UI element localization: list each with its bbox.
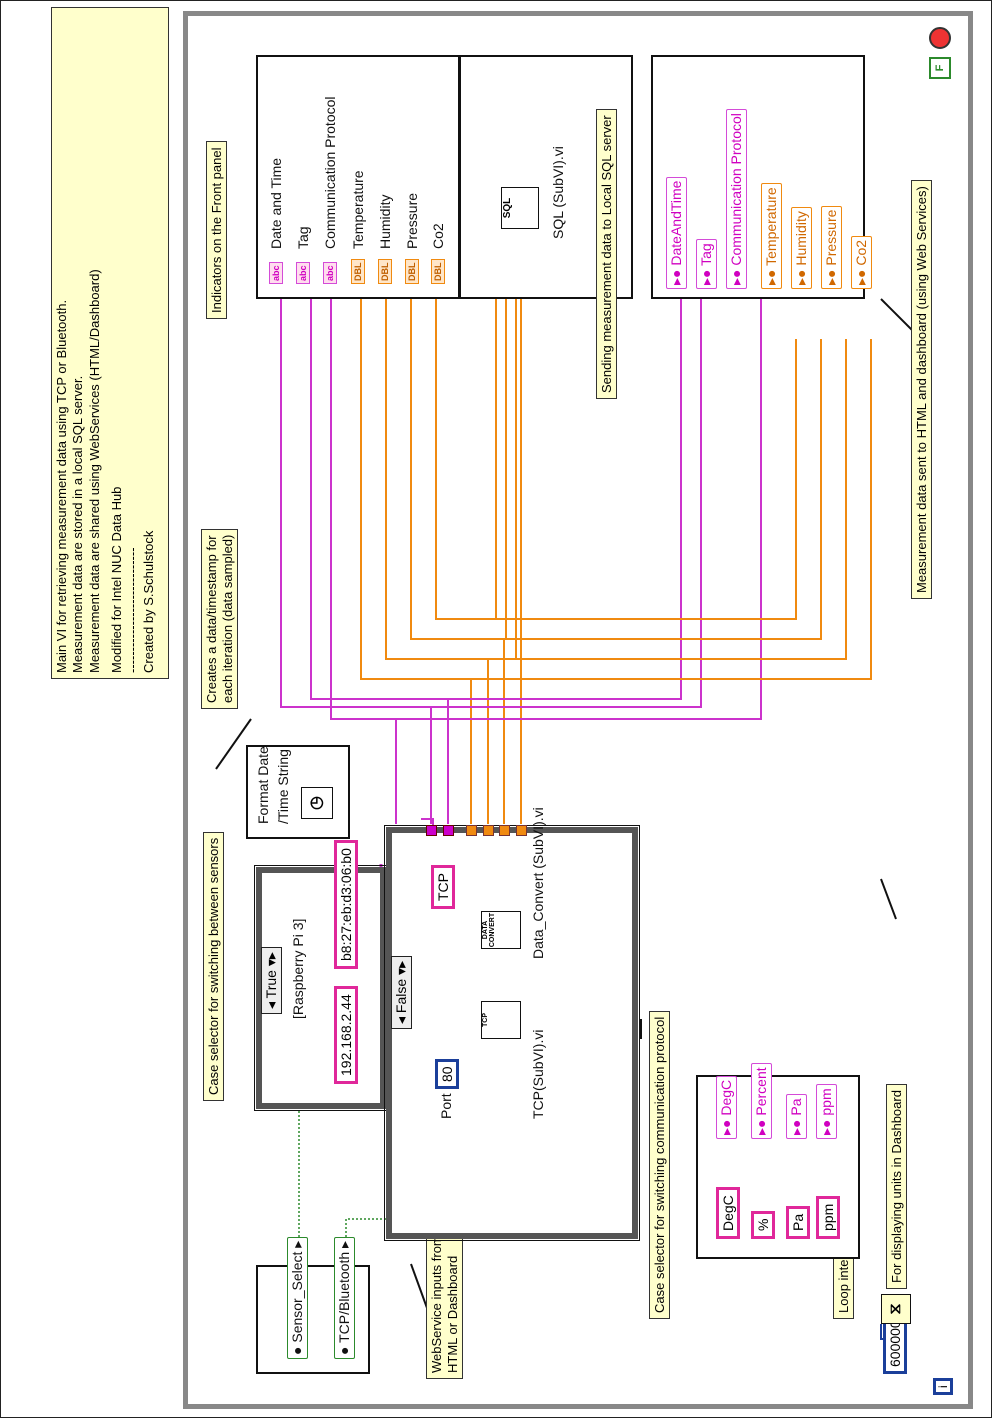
protocol-terminal[interactable]: ● TCP/Bluetooth ▸ xyxy=(334,1236,355,1359)
unit-terminal-1: ▸● Percent xyxy=(751,1063,772,1139)
tcp-subvi-label: TCP(SubVI).vi xyxy=(530,1029,546,1119)
web-terminal-date-time: ▸● DateAndTime xyxy=(666,176,687,289)
format-date-line-2: /Time String xyxy=(275,749,291,824)
indicator-temperature-label: Temperature xyxy=(350,170,366,249)
unit-constant-0: DegC xyxy=(716,1187,740,1239)
indicator-humidity-icon: DBL xyxy=(378,259,392,284)
units-note: For displaying units in Dashboard xyxy=(886,1084,907,1289)
indicator-pressure-label: Pressure xyxy=(404,192,420,249)
indicator-date-time-label: Date and Time xyxy=(268,157,284,249)
case-sensor-note: Case selector for switching between sens… xyxy=(203,831,224,1101)
unit-terminal-2: ▸● Pa xyxy=(786,1094,807,1139)
tcp-string-constant: TCP xyxy=(431,865,455,909)
pink-tunnel-2 xyxy=(443,825,454,836)
unit-constant-1: % xyxy=(751,1210,775,1239)
web-terminal-date-time-label: DateAndTime xyxy=(668,180,684,266)
web-terminal-tag-label: Tag xyxy=(698,243,714,266)
web-terminal-humidity-label: Humidity xyxy=(793,211,809,266)
web-terminal-protocol-label: Communication Protocol xyxy=(728,113,744,266)
data-convert-subvi-icon: DATA CONVERT xyxy=(481,911,521,949)
tcp-subvi-icon: TCP xyxy=(481,1001,521,1039)
format-date-icon: ◷ xyxy=(301,787,333,819)
indicator-co2-icon: DBL xyxy=(431,259,445,284)
unit-constant-2: Pa xyxy=(786,1205,810,1239)
webservice-note: WebService inputs from HTML or Dashboard xyxy=(426,1229,464,1379)
indicator-co2-label: Co2 xyxy=(430,223,446,249)
webservice-note-2: HTML or Dashboard xyxy=(444,1255,460,1373)
protocol-case-selector[interactable]: ◂ False ▾▸ xyxy=(391,955,412,1029)
timestamp-note-2: each iteration (data sampled) xyxy=(219,534,235,703)
orange-tunnel-1 xyxy=(466,825,477,836)
protocol-case-selector-value: False xyxy=(393,978,409,1014)
timestamp-note: Creates a data/timestamp for each iterat… xyxy=(201,528,239,709)
unit-terminal-1-label: Percent xyxy=(753,1067,769,1116)
indicator-tag-icon: abc xyxy=(296,262,310,284)
sensor-case-name: [Raspberry Pi 3] xyxy=(290,918,306,1019)
web-terminal-pressure: ▸● Pressure xyxy=(821,205,842,289)
format-date-line-1: Format Date xyxy=(255,746,271,824)
web-terminal-temperature: ▸● Temperature xyxy=(761,183,782,289)
unit-terminal-0: ▸● DegC xyxy=(716,1075,737,1139)
unit-constant-3: ppm xyxy=(816,1195,840,1239)
data-convert-subvi-icon-text: DATA CONVERT xyxy=(482,912,496,948)
web-terminal-protocol: ▸● Communication Protocol xyxy=(726,109,747,289)
web-terminal-pressure-label: Pressure xyxy=(823,209,839,266)
data-convert-subvi-label: Data_Convert (SubVI).vi xyxy=(530,807,546,959)
web-terminal-humidity: ▸● Humidity xyxy=(791,207,812,289)
indicator-temperature-icon: DBL xyxy=(351,259,365,284)
port-label: Port xyxy=(438,1093,454,1119)
unit-terminal-0-label: DegC xyxy=(718,1079,734,1116)
tcp-subvi-icon-text: TCP xyxy=(482,1013,489,1027)
sql-note: Sending measurement data to Local SQL se… xyxy=(596,109,617,399)
indicator-pressure-icon: DBL xyxy=(405,259,419,284)
sensor-case-selector-value: True xyxy=(263,970,279,999)
indicator-tag-label: Tag xyxy=(295,226,311,249)
indicator-protocol-icon: abc xyxy=(323,262,337,284)
sensor-select-label: Sensor_Select xyxy=(289,1251,305,1343)
unit-terminal-2-label: Pa xyxy=(788,1098,804,1116)
unit-terminal-3: ▸● ppm xyxy=(816,1084,837,1139)
timestamp-note-1: Creates a data/timestamp for xyxy=(204,535,219,703)
sql-subvi-icon-text: SQL xyxy=(502,197,513,219)
orange-tunnel-4 xyxy=(516,825,527,836)
sql-subvi-label: SQL (SubVI).vi xyxy=(550,146,566,239)
unit-terminal-3-label: ppm xyxy=(818,1088,834,1116)
port-constant: 80 xyxy=(435,1059,459,1089)
wait-timer-icon: ⧖ xyxy=(881,1294,911,1324)
case-protocol-note: Case selector for switching communicatio… xyxy=(649,1010,670,1319)
protocol-label: TCP/Bluetooth xyxy=(336,1251,352,1343)
sensor-case-selector[interactable]: ◂ True ▾▸ xyxy=(261,947,282,1014)
mac-constant: b8:27:eb:d3:06:b0 xyxy=(334,840,358,969)
web-terminal-co2: ▸● Co2 xyxy=(851,235,872,289)
indicators-note: Indicators on the Front panel xyxy=(206,141,227,319)
web-note: Measurement data sent to HTML and dashbo… xyxy=(911,180,932,599)
sensor-select-terminal[interactable]: ● Sensor_Select ▸ xyxy=(287,1236,308,1359)
webservice-note-1: WebService inputs from xyxy=(429,1235,444,1373)
orange-tunnel-2 xyxy=(483,825,494,836)
indicator-protocol-label: Communication Protocol xyxy=(322,96,338,249)
pink-tunnel-1 xyxy=(426,825,437,836)
indicator-date-time-icon: abc xyxy=(269,262,283,284)
indicator-humidity-label: Humidity xyxy=(377,194,393,249)
web-terminal-temperature-label: Temperature xyxy=(763,187,779,266)
web-terminal-tag: ▸● Tag xyxy=(696,239,717,289)
web-terminal-co2-label: Co2 xyxy=(853,239,869,266)
sql-subvi-icon: SQL xyxy=(501,187,539,229)
ip-constant: 192.168.2.44 xyxy=(334,986,358,1084)
orange-tunnel-3 xyxy=(499,825,510,836)
